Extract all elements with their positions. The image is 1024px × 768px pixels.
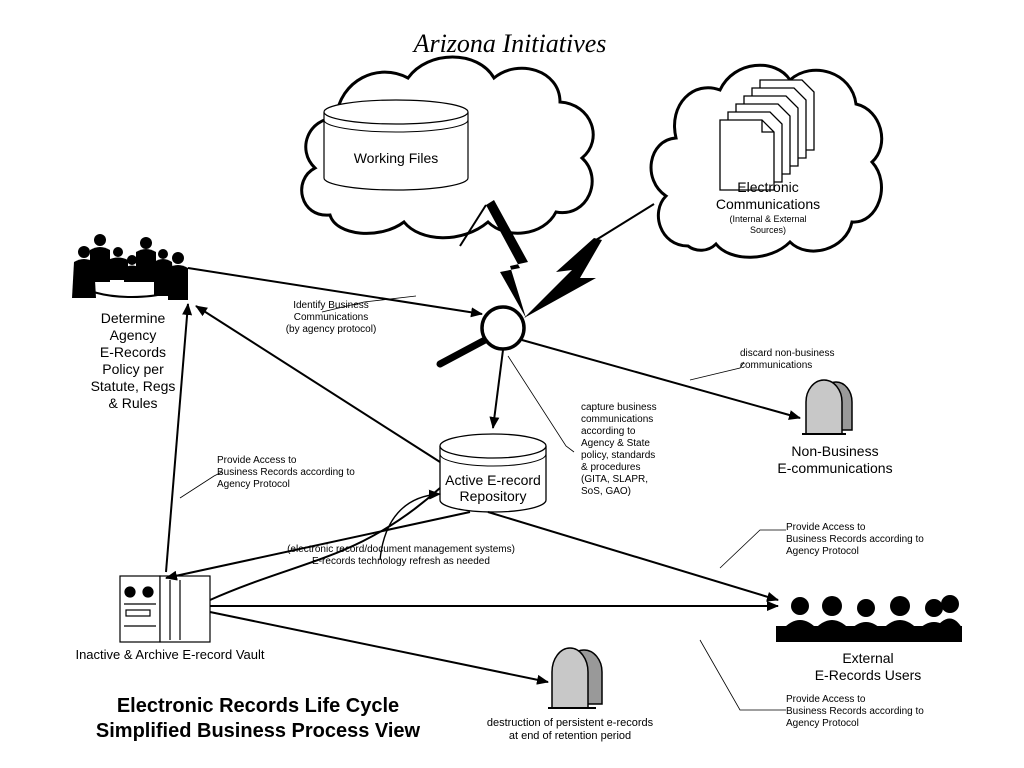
non-business-label: Non-Business E-communications: [777, 443, 893, 477]
external-users-label: External E-Records Users: [814, 650, 922, 684]
determine-policy-label: Determine Agency E-Records Policy per St…: [90, 310, 176, 412]
tombstone-icon: [548, 647, 603, 709]
vault-label: Inactive & Archive E-record Vault: [75, 647, 265, 662]
electronic-communications-label: Electronic Communications: [715, 179, 821, 213]
lightning-bolt-icon: [524, 238, 602, 318]
electronic-communications-sources: (Internal & External Sources): [729, 214, 807, 235]
magnifying-glass-icon: [436, 305, 526, 368]
destruction-annotation: destruction of persistent e-records at e…: [486, 717, 654, 743]
capture-annotation: capture business communications accordin…: [581, 402, 657, 497]
arrow-vault-to-repository: [209, 487, 441, 601]
audience-silhouette-icon: [776, 595, 962, 642]
page-title: Arizona Initiatives: [413, 29, 607, 58]
document-stack-icon: [719, 79, 815, 191]
arrow-magnifier-to-repository: [489, 349, 504, 429]
footer-title: Electronic Records Life Cycle Simplified…: [95, 695, 421, 742]
arrow-tech-refresh-loop: [379, 489, 441, 561]
arrow-vault-to-destruction: [209, 611, 549, 685]
identify-business-annotation: Identify Business Communications (by age…: [285, 300, 377, 336]
database-cylinder-icon: [439, 433, 547, 513]
server-cabinet-icon: [119, 575, 211, 643]
meeting-people-icon: [72, 234, 188, 300]
provide-access-right-top-annotation: Provide Access to Business Records accor…: [786, 522, 924, 557]
arrow-magnifier-to-nonbusiness: [521, 339, 801, 420]
provide-access-right-bottom-annotation: Provide Access to Business Records accor…: [786, 694, 924, 729]
provide-access-left-annotation: Provide Access to Business Records accor…: [217, 455, 355, 490]
arrow-policy-to-magnifier: [187, 267, 483, 318]
working-files-label: Working Files: [353, 150, 439, 166]
database-cylinder-icon: [323, 99, 469, 191]
active-repository-label: Active E-record Repository: [445, 472, 541, 505]
arrow-repository-to-policy: [195, 305, 441, 463]
lightning-bolt-icon: [486, 200, 528, 318]
tombstone-icon: [802, 379, 853, 435]
arrow-vault-to-policy: [165, 303, 193, 573]
connectors: [165, 267, 801, 711]
tech-refresh-annotation: (electronic record/document management s…: [287, 544, 515, 568]
arrow-repository-to-vault: [165, 511, 471, 581]
discard-annotation: discard non-business communications: [740, 348, 835, 371]
arrow-repository-to-external-users: [487, 511, 779, 602]
